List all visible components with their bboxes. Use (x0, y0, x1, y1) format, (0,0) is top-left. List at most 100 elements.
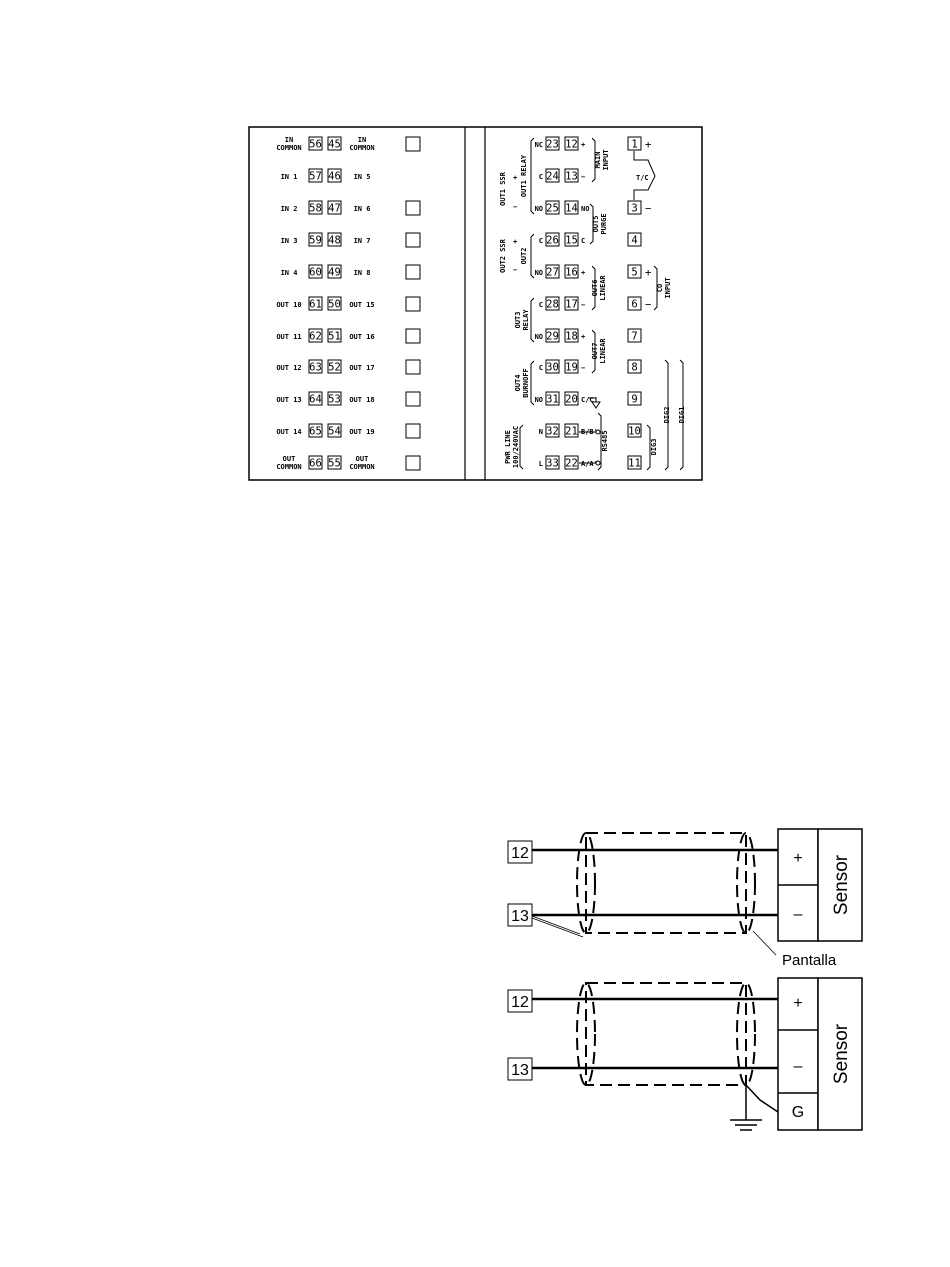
row-prefix: NO (535, 269, 543, 277)
tc-label: T/C (636, 174, 649, 182)
main-terminal-number-box (627, 264, 642, 279)
left-label: IN 3 (281, 237, 298, 245)
terminal-number: 61 (309, 299, 322, 311)
terminal-number-box (308, 296, 323, 311)
left-label: IN 1 (281, 173, 298, 181)
row-prefix: NO (535, 205, 543, 213)
row-prefix: NC (535, 141, 543, 149)
checkbox-square (405, 200, 421, 216)
main-terminal-number: 7 (631, 331, 637, 343)
rs485-ground-symbol (591, 401, 601, 409)
terminal-number: 15 (565, 235, 578, 247)
terminal-number-box (545, 391, 560, 406)
out1-relay-brace (530, 137, 535, 215)
terminal-number-box (545, 136, 560, 151)
shield-pointer-line (752, 930, 777, 956)
terminal-12-label: 12 (511, 994, 529, 1011)
left-label: IN (285, 136, 293, 144)
terminal-number-box (564, 136, 579, 151)
main-terminal-number: 10 (628, 426, 641, 438)
sensor-minus-label: – (794, 1058, 803, 1075)
row-suffix: + (581, 333, 585, 341)
out3-relay-label: RELAY (522, 309, 530, 331)
left-label: IN 4 (281, 269, 298, 277)
sensor-plus-label: + (793, 995, 802, 1012)
terminal-number: 54 (328, 426, 341, 438)
terminal-number: 28 (546, 299, 559, 311)
row-suffix: − (581, 173, 585, 181)
main-terminal-number-box (627, 200, 642, 215)
terminal-number-box (308, 264, 323, 279)
terminal-polarity: − (645, 299, 651, 311)
main-terminal: 4 (627, 232, 642, 247)
main-terminal: 10 (627, 423, 642, 438)
terminal-number: 23 (546, 139, 559, 151)
terminal-number-box (308, 200, 323, 215)
terminal-number-box (308, 391, 323, 406)
terminal-polarity: + (645, 139, 651, 151)
shield-end-right (736, 832, 756, 934)
checkbox-square (405, 391, 421, 407)
terminal-12-box (507, 989, 533, 1013)
terminal-13-label: 13 (511, 908, 529, 925)
terminal-number: 62 (309, 331, 322, 343)
terminal-number: 58 (309, 203, 322, 215)
terminal-number: 48 (328, 235, 341, 247)
out4-burnoff-label: BURNOFF (522, 368, 530, 398)
out1-minus: − (513, 203, 517, 211)
out6-brace (591, 265, 596, 311)
left-label: OUT 14 (276, 428, 301, 436)
co-label: CO (656, 284, 664, 292)
pwr-voltage-label: 100/240VAC (512, 426, 520, 468)
out3-brace (530, 297, 535, 343)
main-terminal-number: 11 (628, 458, 641, 470)
right-label: IN 7 (354, 237, 371, 245)
terminal-number: 50 (328, 299, 341, 311)
shield-label: Pantalla (782, 952, 837, 969)
pwr-line-label: PWR LINE (504, 430, 512, 464)
co-input-brace (653, 265, 658, 311)
rs485-ground-wire (588, 397, 597, 402)
row-suffix: A/A' (581, 460, 598, 468)
row-prefix: C (539, 237, 543, 245)
terminal-number-box (327, 168, 342, 183)
terminal-number-box (327, 200, 342, 215)
main-terminal: 8 (627, 359, 642, 374)
out2-brace (530, 233, 535, 279)
main-terminal: 5+ (627, 264, 651, 279)
sensor-box (817, 977, 863, 1131)
out2-plus: + (513, 238, 517, 246)
main-label: MAIN (594, 152, 602, 169)
left-label: OUT 12 (276, 364, 301, 372)
terminal-number-box (327, 359, 342, 374)
row-suffix: NO (581, 205, 589, 213)
right-label: OUT (356, 455, 369, 463)
terminal-number-box (327, 423, 342, 438)
left-label: COMMON (276, 144, 301, 152)
checkbox-square (405, 328, 421, 344)
terminal-number: 21 (565, 426, 578, 438)
row-suffix: + (581, 269, 585, 277)
row-prefix: L (539, 460, 543, 468)
shield-end-left (576, 982, 596, 1086)
terminal-number-box (564, 296, 579, 311)
out4-label: OUT4 (514, 375, 522, 392)
terminal-number: 59 (309, 235, 322, 247)
main-terminal: 3− (627, 200, 651, 215)
row-suffix: − (581, 301, 585, 309)
terminal-number-box (564, 328, 579, 343)
checkbox-square (405, 264, 421, 280)
terminal-number-box (564, 423, 579, 438)
terminal-number-box (327, 296, 342, 311)
terminal-number: 45 (328, 139, 341, 151)
